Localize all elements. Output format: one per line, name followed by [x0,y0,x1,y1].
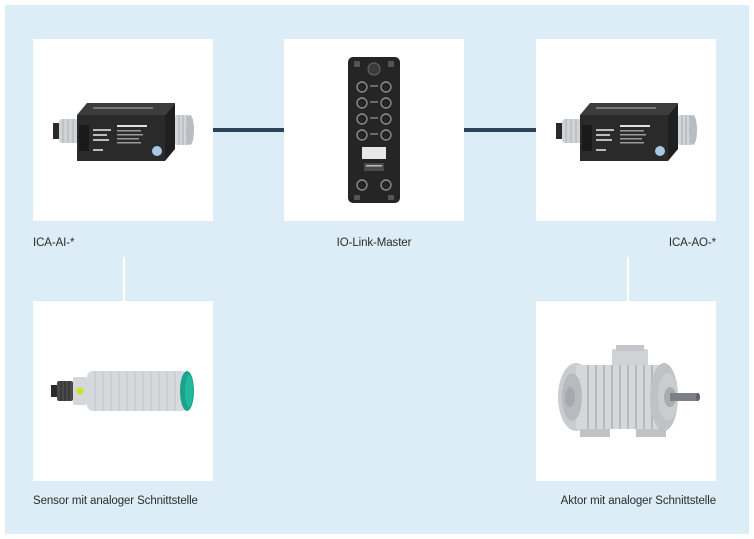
io-link-converter-icon [53,103,194,161]
cylindrical-sensor-icon [51,371,194,411]
node-card-sensor [33,301,213,481]
connector-ica-ai-to-master [213,128,289,132]
electric-motor-icon [558,345,700,437]
node-label-ica-ai: ICA-AI-* [33,237,75,249]
node-label-sensor: Sensor mit analoger Schnittstelle [33,495,198,507]
node-label-actuator: Aktor mit analoger Schnittstelle [560,495,716,507]
node-card-io-link-master [284,39,464,221]
connector-ica-ai-to-sensor [123,257,125,301]
connector-master-to-ica-ao [464,128,540,132]
node-card-ica-ai [33,39,213,221]
io-link-master-icon [348,57,400,203]
connector-ica-ao-to-actuator [627,257,629,301]
node-label-ica-ao: ICA-AO-* [668,237,716,249]
node-card-actuator [536,301,716,481]
node-card-ica-ao [536,39,716,221]
io-link-converter-icon [556,103,697,161]
node-label-io-link-master: IO-Link-Master [336,237,412,249]
diagram-canvas: ICA-AI-* IO-Link-Master ICA-AO-* Sensor … [5,5,749,534]
